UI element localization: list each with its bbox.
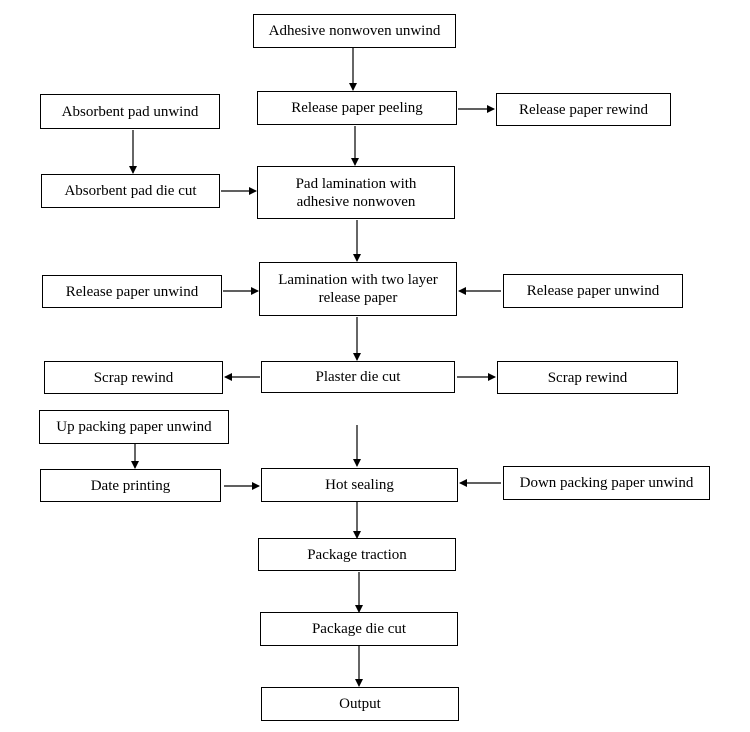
node-scrap-rewind-right: Scrap rewind: [497, 361, 678, 394]
node-up-packing-paper-unwind: Up packing paper unwind: [39, 410, 229, 444]
node-absorbent-pad-unwind: Absorbent pad unwind: [40, 94, 220, 129]
node-package-traction: Package traction: [258, 538, 456, 571]
node-scrap-rewind-left: Scrap rewind: [44, 361, 223, 394]
node-output: Output: [261, 687, 459, 721]
node-date-printing: Date printing: [40, 469, 221, 502]
node-lamination-two-layer: Lamination with two layer release paper: [259, 262, 457, 316]
node-package-die-cut: Package die cut: [260, 612, 458, 646]
node-release-paper-unwind-left: Release paper unwind: [42, 275, 222, 308]
node-adhesive-nonwoven-unwind: Adhesive nonwoven unwind: [253, 14, 456, 48]
node-absorbent-pad-die-cut: Absorbent pad die cut: [41, 174, 220, 208]
node-plaster-die-cut: Plaster die cut: [261, 361, 455, 393]
node-release-paper-peeling: Release paper peeling: [257, 91, 457, 125]
node-release-paper-rewind: Release paper rewind: [496, 93, 671, 126]
node-down-packing-paper-unwind: Down packing paper unwind: [503, 466, 710, 500]
node-hot-sealing: Hot sealing: [261, 468, 458, 502]
node-release-paper-unwind-right: Release paper unwind: [503, 274, 683, 308]
node-pad-lamination: Pad lamination with adhesive nonwoven: [257, 166, 455, 219]
